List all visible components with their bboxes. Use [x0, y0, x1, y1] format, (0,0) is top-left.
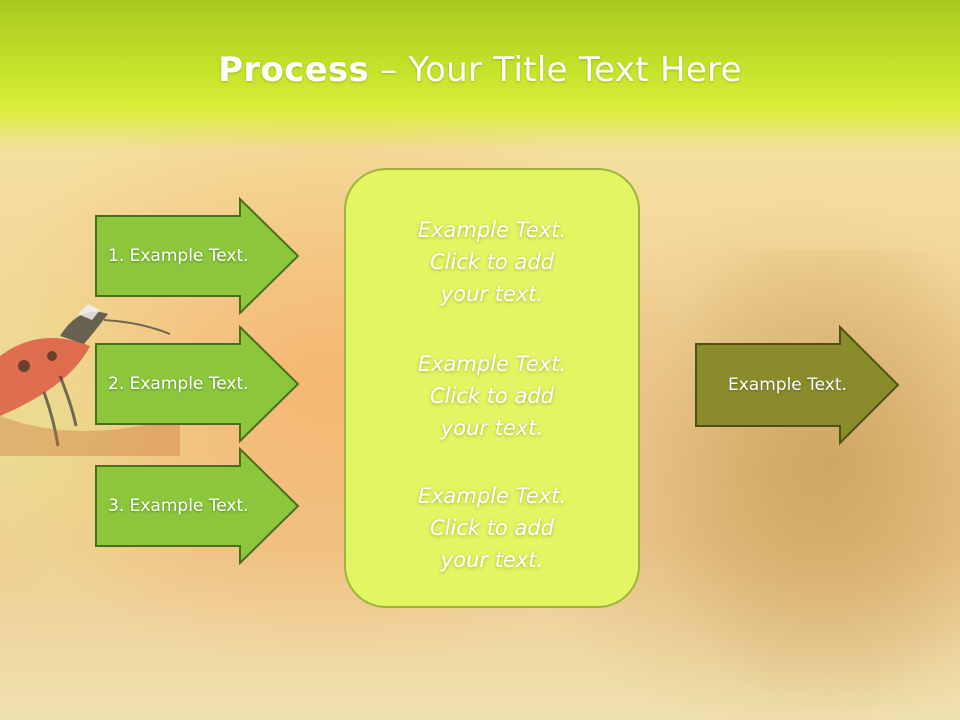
text-placeholder-2[interactable]: Example Text. Click to add your text.: [346, 348, 638, 444]
text-placeholder-1[interactable]: Example Text. Click to add your text.: [346, 214, 638, 310]
arrow-shape: [695, 324, 900, 446]
step-arrow-3[interactable]: 3. Example Text.: [95, 446, 300, 566]
step-arrow-label: 1. Example Text.: [108, 246, 249, 266]
placeholder-line: your text.: [440, 416, 544, 440]
result-arrow-label: Example Text.: [728, 375, 847, 395]
arrow-shape: [95, 196, 300, 316]
result-arrow[interactable]: Example Text.: [695, 324, 900, 446]
placeholder-line: Example Text.: [417, 352, 567, 376]
placeholder-line: your text.: [440, 548, 544, 572]
step-arrow-label: 2. Example Text.: [108, 374, 249, 394]
placeholder-line: your text.: [440, 282, 544, 306]
flower-image: [640, 250, 960, 720]
center-text-box[interactable]: Example Text. Click to add your text. Ex…: [344, 168, 640, 608]
placeholder-line: Click to add: [429, 384, 554, 408]
title-bar: [0, 0, 960, 150]
step-arrow-1[interactable]: 1. Example Text.: [95, 196, 300, 316]
placeholder-line: Click to add: [429, 516, 554, 540]
placeholder-line: Example Text.: [417, 484, 567, 508]
step-arrow-2[interactable]: 2. Example Text.: [95, 324, 300, 444]
title-bold: Process: [218, 50, 370, 90]
placeholder-line: Example Text.: [417, 218, 567, 242]
title-rest: – Your Title Text Here: [369, 50, 742, 90]
placeholder-line: Click to add: [429, 250, 554, 274]
arrow-shape: [95, 446, 300, 566]
text-placeholder-3[interactable]: Example Text. Click to add your text.: [346, 480, 638, 576]
arrow-shape: [95, 324, 300, 444]
step-arrow-label: 3. Example Text.: [108, 496, 249, 516]
slide-title[interactable]: Process – Your Title Text Here: [0, 50, 960, 90]
ladybug-image: [0, 304, 180, 456]
